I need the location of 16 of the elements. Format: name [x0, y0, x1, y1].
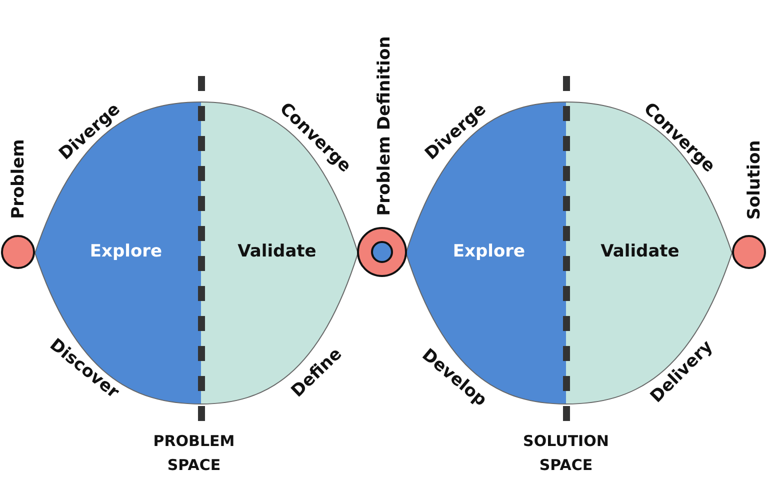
milestone-label: Solution: [746, 140, 764, 220]
diamond-left-half: [406, 102, 566, 404]
milestone-circle: [1, 235, 35, 269]
diamond-right-half: [566, 102, 732, 404]
space-label: PROBLEM SPACE: [153, 431, 235, 476]
phase-label: Explore: [90, 242, 162, 262]
space-label: SOLUTION SPACE: [523, 431, 609, 476]
diamond-right-half: [201, 102, 358, 404]
milestone-label: Problem: [10, 139, 28, 219]
phase-label: Explore: [452, 242, 526, 262]
milestone-ring: [357, 227, 407, 277]
milestone-label: Problem Definition: [376, 36, 394, 216]
diamond-left-half: [35, 102, 201, 404]
milestone-circle: [732, 235, 766, 269]
phase-label: Validate: [238, 242, 316, 262]
phase-label: Validate: [600, 242, 680, 262]
